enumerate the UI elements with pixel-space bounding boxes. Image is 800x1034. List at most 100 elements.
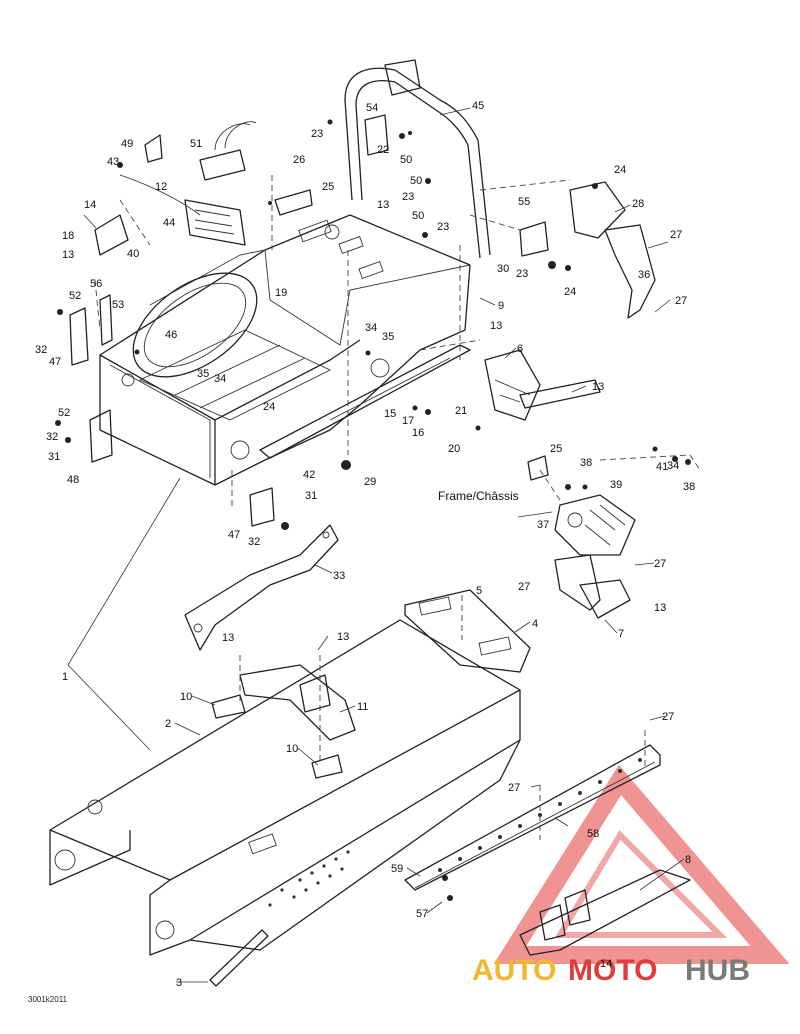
callout-label: 35 xyxy=(197,368,209,380)
tunnel-drawing xyxy=(49,477,531,987)
callout-label: 20 xyxy=(448,443,460,455)
callout-label: 27 xyxy=(508,782,520,794)
callout-label: 47 xyxy=(49,356,61,368)
callout-label: 15 xyxy=(384,408,396,420)
callout-label: 24 xyxy=(614,164,626,176)
fasteners xyxy=(55,119,691,901)
callout-label: 18 xyxy=(62,230,74,242)
callout-label: 53 xyxy=(112,299,124,311)
callout-label: 32 xyxy=(35,344,47,356)
figure-code: 3001k2011 xyxy=(28,995,68,1004)
callout-label: 13 xyxy=(377,199,389,211)
callout-label: 8 xyxy=(685,854,691,866)
callout-label: 55 xyxy=(518,196,530,208)
callout-label: 59 xyxy=(391,863,403,875)
callout-label: 14 xyxy=(84,199,96,211)
callout-label: 30 xyxy=(497,263,509,275)
callout-label: 52 xyxy=(69,290,81,302)
callout-label: 37 xyxy=(537,519,549,531)
callout-label: 7 xyxy=(618,628,624,640)
callout-label: 13 xyxy=(337,631,349,643)
callout-label: 10 xyxy=(180,691,192,703)
callout-label: 32 xyxy=(248,536,260,548)
callout-label: 10 xyxy=(286,743,298,755)
callout-label: 2 xyxy=(165,718,171,730)
callout-label: 24 xyxy=(564,286,576,298)
watermark-logo: AUTO MOTO HUB xyxy=(472,764,790,987)
callout-label: 40 xyxy=(127,248,139,260)
callout-label: 44 xyxy=(163,217,175,229)
callout-label: 4 xyxy=(532,618,538,630)
callout-label: 19 xyxy=(275,287,287,299)
callout-label: 28 xyxy=(632,198,644,210)
callout-label: 23 xyxy=(437,221,449,233)
callout-label: 58 xyxy=(587,828,599,840)
callout-label: 27 xyxy=(654,558,666,570)
callout-label: 9 xyxy=(498,300,504,312)
callout-label: 17 xyxy=(402,415,414,427)
rail-drawing xyxy=(404,730,691,956)
callout-label: 56 xyxy=(90,278,102,290)
watermark-moto: MOTO xyxy=(568,954,657,987)
upper-frame-drawing xyxy=(69,59,656,527)
callout-label: 57 xyxy=(416,908,428,920)
callout-label: 51 xyxy=(190,138,202,150)
callout-label: 14 xyxy=(600,958,612,970)
callout-label: 46 xyxy=(165,329,177,341)
callout-label: 29 xyxy=(364,476,376,488)
callout-label: 21 xyxy=(455,405,467,417)
leader-lines xyxy=(83,107,685,983)
callout-label: 52 xyxy=(58,407,70,419)
watermark-auto: AUTO xyxy=(472,954,556,987)
callout-label: 34 xyxy=(667,460,679,472)
callout-label: 45 xyxy=(472,100,484,112)
callout-label: 12 xyxy=(155,181,167,193)
callout-label: 24 xyxy=(263,401,275,413)
watermark-hub: HUB xyxy=(685,954,750,987)
tunnel-perforations xyxy=(268,850,350,907)
callout-label: 54 xyxy=(366,102,378,114)
callout-label: 11 xyxy=(357,701,368,713)
callout-label: 38 xyxy=(580,457,592,469)
callout-label: 3 xyxy=(176,977,182,989)
callout-label: 34 xyxy=(214,373,226,385)
callout-label: 13 xyxy=(490,320,502,332)
callout-label: 13 xyxy=(592,381,604,393)
frame-caption: Frame/Châssis xyxy=(438,489,519,503)
callout-label: 27 xyxy=(518,581,530,593)
callout-label: 23 xyxy=(311,128,323,140)
callout-label: 27 xyxy=(662,711,674,723)
callout-label: 25 xyxy=(550,443,562,455)
callout-label: 38 xyxy=(683,481,695,493)
callout-label: 6 xyxy=(517,343,523,355)
callout-label: 41 xyxy=(656,461,668,473)
callout-label: 1 xyxy=(62,671,68,683)
callout-label: 27 xyxy=(675,295,687,307)
callout-label: 33 xyxy=(333,570,345,582)
callout-label: 43 xyxy=(107,156,119,168)
callout-label: 50 xyxy=(412,210,424,222)
callout-label: 25 xyxy=(322,181,334,193)
callout-label: 31 xyxy=(305,490,317,502)
rail-holes xyxy=(438,758,642,872)
callout-label: 49 xyxy=(121,138,133,150)
callout-label: 13 xyxy=(654,602,666,614)
callout-label: 13 xyxy=(222,632,234,644)
callout-label: 23 xyxy=(516,268,528,280)
callout-label: 36 xyxy=(638,269,650,281)
callout-label: 50 xyxy=(410,175,422,187)
callout-label: 26 xyxy=(293,154,305,166)
callout-label: 35 xyxy=(382,331,394,343)
callout-label: 34 xyxy=(365,322,377,334)
footrest-drawing xyxy=(527,454,701,619)
callout-label: 47 xyxy=(228,529,240,541)
callout-label: 42 xyxy=(303,469,315,481)
callout-label: 39 xyxy=(610,479,622,491)
callout-label: 32 xyxy=(46,431,58,443)
callout-label: 22 xyxy=(377,144,389,156)
callout-label: 13 xyxy=(62,249,74,261)
callout-label: 23 xyxy=(402,191,414,203)
callout-label: 16 xyxy=(412,427,424,439)
callout-label: 27 xyxy=(670,229,682,241)
